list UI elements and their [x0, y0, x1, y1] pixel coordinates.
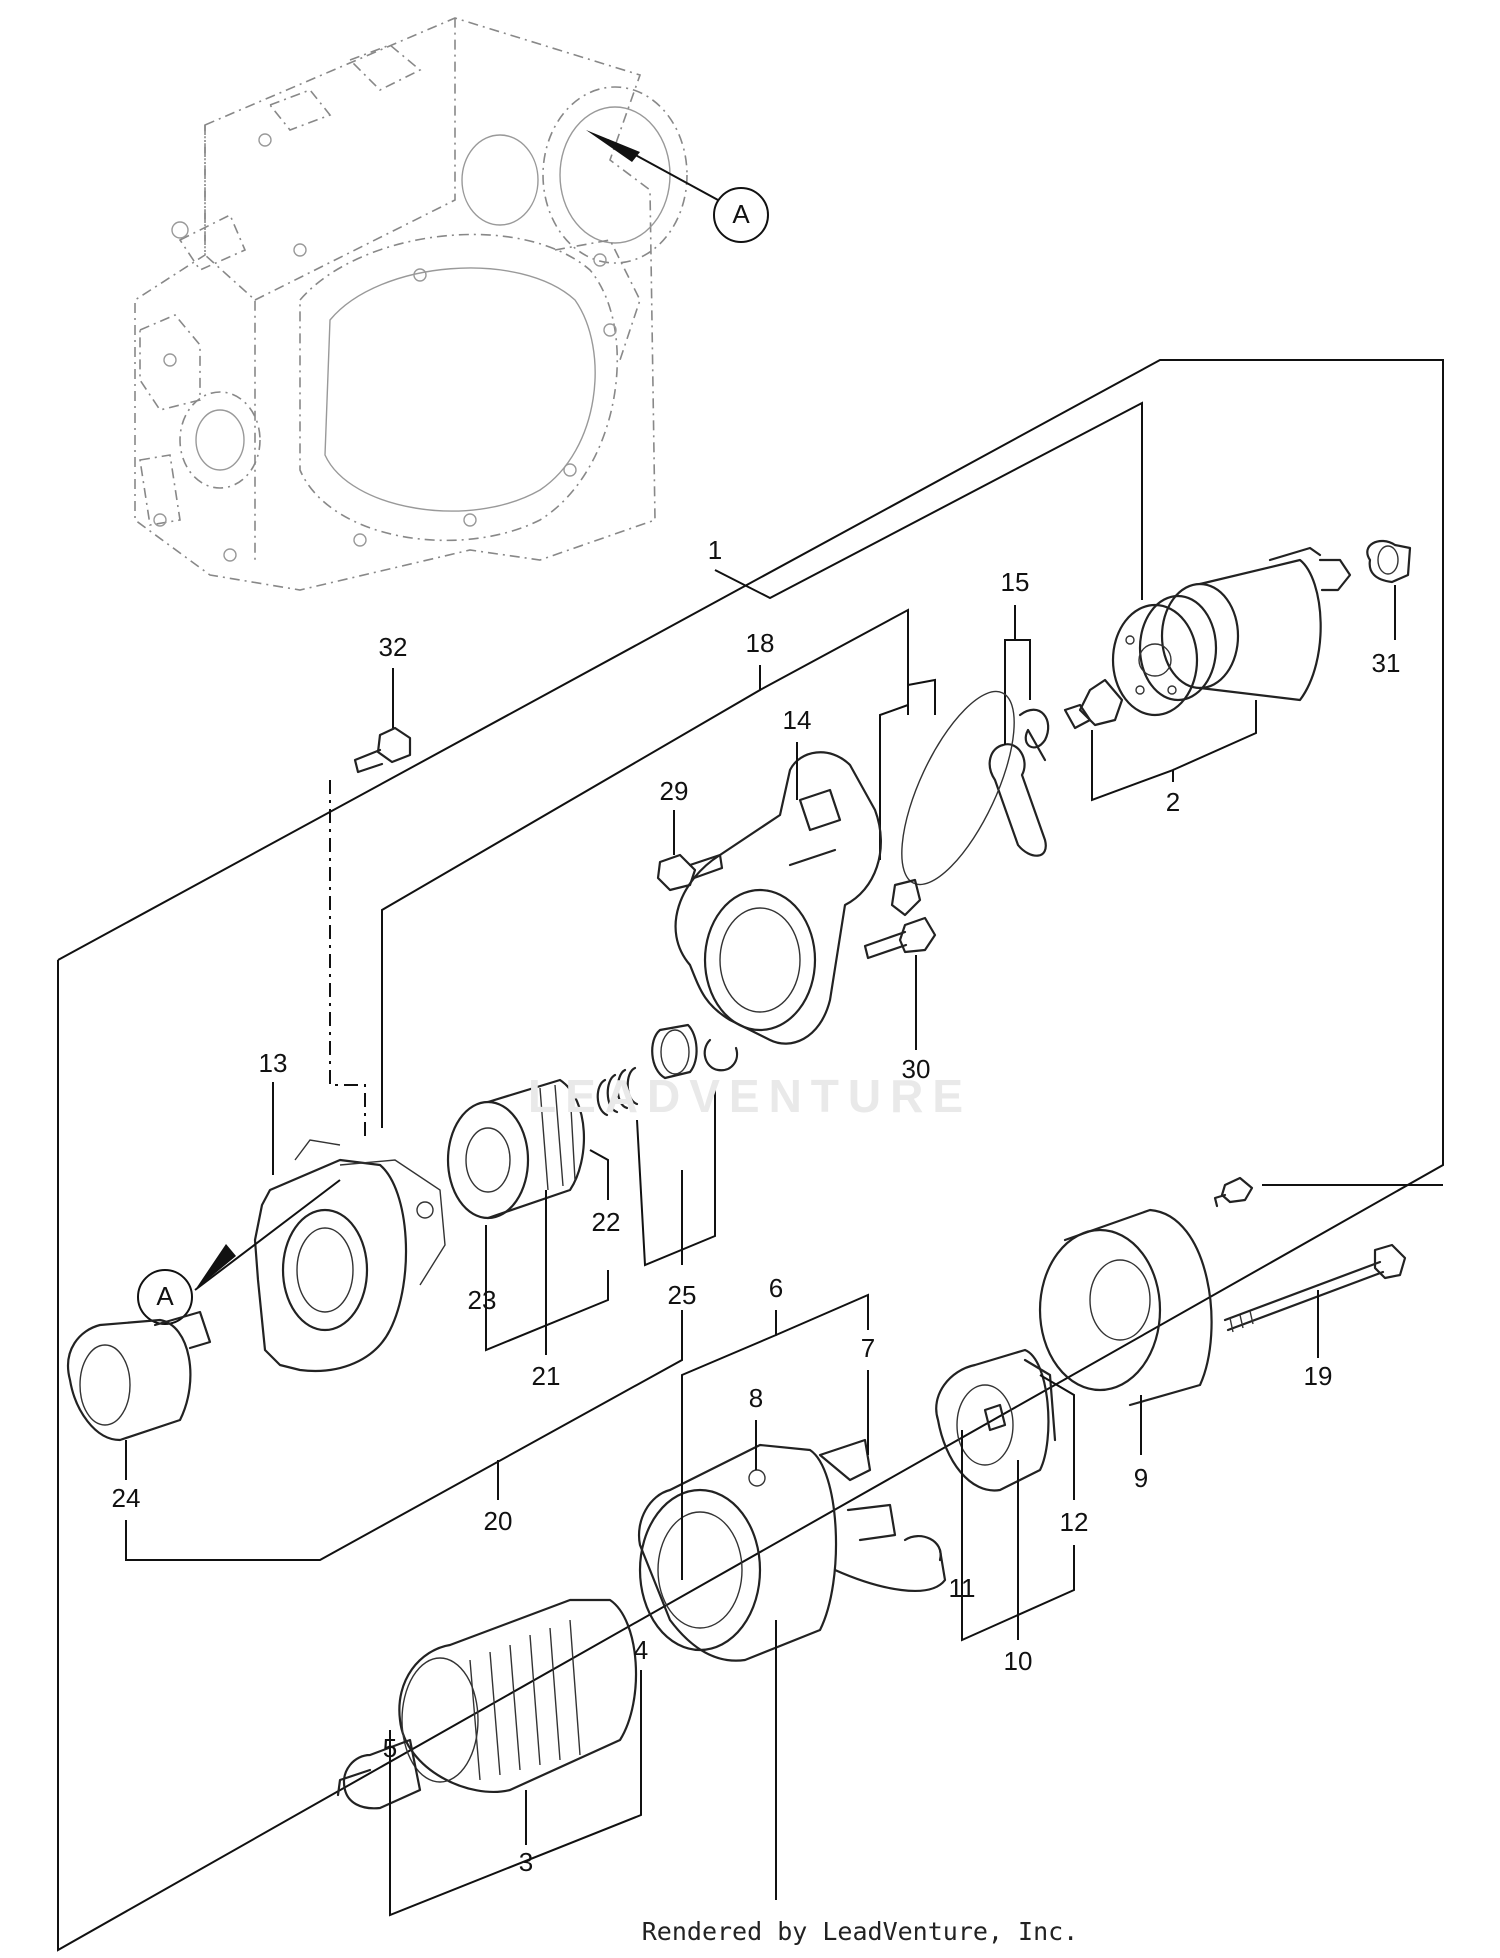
part-labels: 1234567891011121314151819202122232425293… — [112, 535, 1401, 1877]
callout-a-upper: A — [586, 130, 769, 243]
brush-holder — [935, 1348, 1057, 1492]
part-label-25: 25 — [668, 1280, 697, 1310]
part-label-4: 4 — [634, 1635, 648, 1665]
part-label-9: 9 — [1134, 1463, 1148, 1493]
watermark: LEADVENTURE — [528, 1070, 972, 1122]
part-label-12: 12 — [1060, 1507, 1089, 1537]
leader-3-5 — [389, 1670, 642, 1917]
part-label-32: 32 — [379, 632, 408, 662]
part-label-8: 8 — [749, 1383, 763, 1413]
footer-credit: Rendered by LeadVenture, Inc. — [642, 1917, 1079, 1946]
clutch-pinion-21 — [446, 1078, 585, 1220]
assembly-bracket — [57, 359, 1444, 1952]
part-label-7: 7 — [861, 1333, 875, 1363]
screw-19b — [1213, 1176, 1443, 1208]
part-label-14: 14 — [783, 705, 812, 735]
spring-retaining-ring — [596, 1023, 739, 1267]
part-label-13: 13 — [259, 1048, 288, 1078]
yoke-assembly — [637, 1438, 947, 1662]
part-label-19: 19 — [1304, 1361, 1333, 1391]
part-label-20: 20 — [484, 1506, 513, 1536]
part-label-18: 18 — [746, 628, 775, 658]
leader-10-12 — [961, 1374, 1075, 1642]
armature — [336, 1598, 638, 1810]
callout-a-lower: A — [137, 1179, 341, 1325]
callout-a-label-lower: A — [156, 1281, 174, 1311]
pinion-gear-24 — [67, 1310, 212, 1480]
drive-lever-15 — [988, 605, 1050, 857]
part-label-24: 24 — [112, 1483, 141, 1513]
part-label-30: 30 — [902, 1054, 931, 1084]
part-label-23: 23 — [468, 1285, 497, 1315]
leader-21-23 — [485, 1149, 609, 1355]
solenoid-switch — [1063, 546, 1352, 730]
bolt-29 — [656, 810, 724, 892]
part-label-10: 10 — [1004, 1646, 1033, 1676]
bolt-32 — [329, 668, 412, 1140]
part-label-22: 22 — [592, 1207, 621, 1237]
part-label-21: 21 — [532, 1361, 561, 1391]
part-label-5: 5 — [383, 1733, 397, 1763]
leader-6-8 — [681, 1293, 869, 1900]
leader-2 — [1091, 700, 1257, 802]
leader-24-20 — [125, 1310, 683, 1561]
terminal-cap-31 — [1366, 539, 1412, 640]
group-18-bracket — [381, 608, 936, 1128]
part-label-11: 11 — [949, 1573, 976, 1603]
callout-a-label: A — [732, 199, 750, 229]
part-label-15: 15 — [1001, 567, 1030, 597]
drive-end-frame-13 — [253, 1139, 446, 1372]
part-label-2: 2 — [1166, 787, 1180, 817]
part-label-31: 31 — [1372, 648, 1401, 678]
part-label-29: 29 — [660, 776, 689, 806]
part-label-3: 3 — [519, 1847, 533, 1877]
bolt-30 — [863, 916, 937, 1050]
part-label-1: 1 — [708, 535, 722, 565]
packing-seal — [890, 690, 1015, 917]
through-bolt-19 — [1223, 1243, 1407, 1358]
end-cover-9 — [1038, 1208, 1213, 1455]
flywheel-housing-phantom — [134, 17, 688, 591]
part-label-6: 6 — [769, 1273, 783, 1303]
gear-case-14 — [674, 742, 882, 1045]
